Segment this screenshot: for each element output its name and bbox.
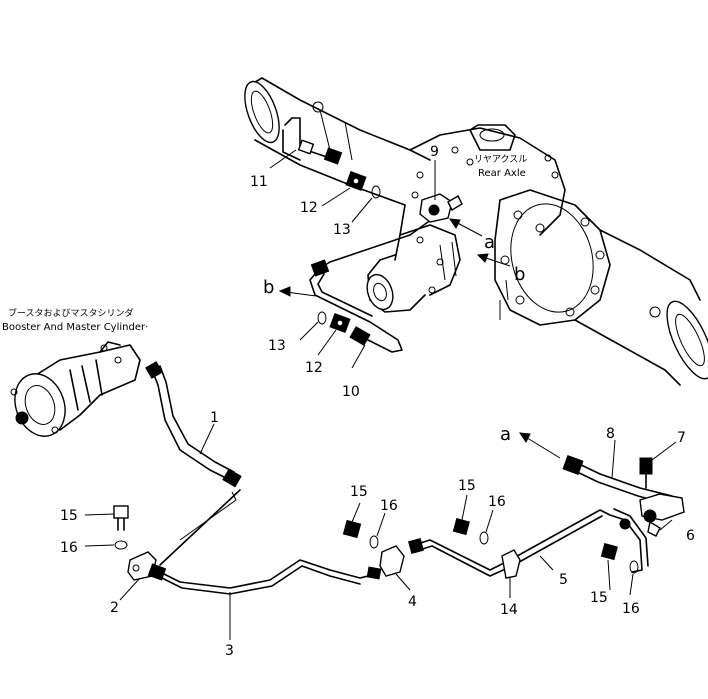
callout-7: 7 xyxy=(677,430,686,446)
callout-8: 8 xyxy=(606,426,615,442)
callout-3: 3 xyxy=(225,643,234,659)
brake-pipe-10 xyxy=(309,221,429,353)
callout-15-right: 15 xyxy=(590,590,608,606)
clamp-4 xyxy=(366,545,405,580)
callout-6: 6 xyxy=(686,528,695,544)
connection-letter-a-axle: a xyxy=(484,232,495,253)
leader-lines xyxy=(84,149,677,640)
callout-9: 9 xyxy=(430,144,439,160)
callout-1: 1 xyxy=(210,410,219,426)
brake-pipe-11 xyxy=(282,117,343,165)
callout-16-left: 16 xyxy=(60,540,78,556)
callout-11: 11 xyxy=(250,174,268,190)
adapter-7 xyxy=(639,457,653,489)
connection-letter-b-axle: b xyxy=(514,264,525,285)
callout-13-lower: 13 xyxy=(268,338,286,354)
washer-16-right xyxy=(629,560,639,574)
callout-5: 5 xyxy=(559,572,568,588)
brake-hose-1 xyxy=(145,361,242,488)
bolt-15-right xyxy=(600,543,618,561)
tee-fitting-6 xyxy=(619,493,685,537)
bolt-15-left xyxy=(113,505,129,531)
washer-16-middle xyxy=(369,535,379,549)
rear-axle-housing xyxy=(244,77,708,386)
washer-16-center xyxy=(479,531,489,545)
callout-15-middle: 15 xyxy=(350,484,368,500)
callout-4: 4 xyxy=(408,594,417,610)
connection-letter-b-line: b xyxy=(263,277,274,298)
o-ring-13-lower xyxy=(317,311,327,325)
booster-master-cylinder xyxy=(10,341,141,437)
rear-axle-label-en: Rear Axle xyxy=(478,168,526,179)
bolt-15-center xyxy=(452,518,470,536)
callout-2: 2 xyxy=(110,600,119,616)
callout-15-left: 15 xyxy=(60,508,78,524)
connector-12-lower xyxy=(329,313,351,333)
callout-10: 10 xyxy=(342,384,360,400)
o-ring-13-upper xyxy=(371,185,381,199)
brake-pipe-5 xyxy=(408,508,649,577)
callout-16-right: 16 xyxy=(622,601,640,617)
booster-label-jp: ブースタおよびマスタシリンダ xyxy=(8,307,134,319)
tee-fitting-9 xyxy=(419,193,463,223)
clamp-14 xyxy=(501,549,521,579)
connection-letter-a-line: a xyxy=(500,424,511,445)
callout-15-center: 15 xyxy=(458,478,476,494)
rear-axle-label-jp: リヤアクスル xyxy=(474,154,527,165)
callout-14: 14 xyxy=(500,602,518,618)
connector-12-upper xyxy=(345,171,367,191)
callout-12-upper: 12 xyxy=(300,200,318,216)
booster-label-en: Booster And Master Cylinder· xyxy=(2,322,148,333)
callout-12-lower: 12 xyxy=(305,360,323,376)
connection-arrows xyxy=(278,218,561,459)
callout-13-upper: 13 xyxy=(333,222,351,238)
bolt-15-middle xyxy=(342,519,362,539)
brake-pipe-3 xyxy=(147,489,373,595)
washer-16-left xyxy=(114,540,128,550)
callout-16-middle: 16 xyxy=(380,498,398,514)
callout-16-center: 16 xyxy=(488,494,506,510)
